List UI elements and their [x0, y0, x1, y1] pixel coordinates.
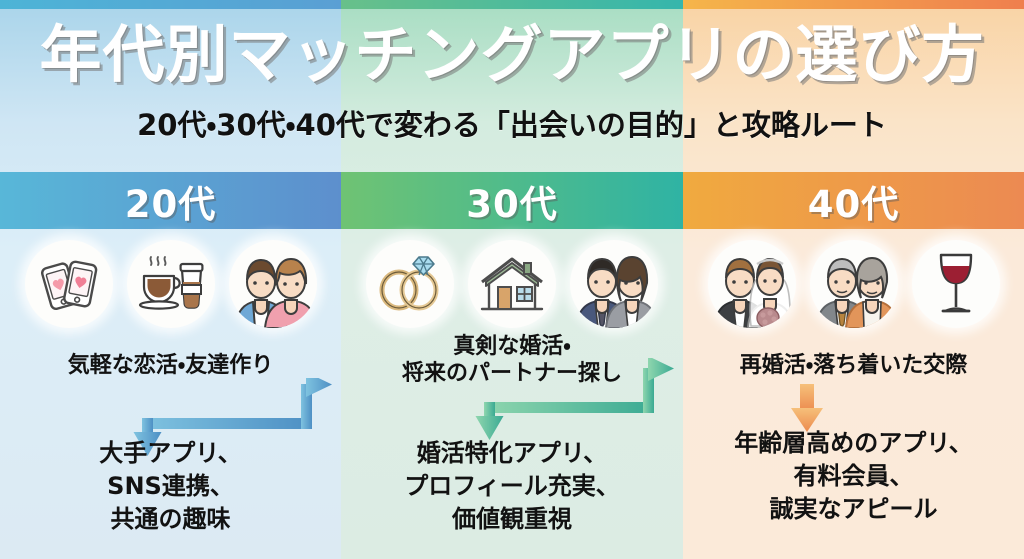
- business-couple-icon: [570, 240, 658, 328]
- young-couple-icon: [228, 240, 317, 328]
- coffee-cups-icon: [126, 240, 215, 328]
- age-label-20s: 20代: [124, 182, 217, 226]
- icon-row-30s: [341, 240, 683, 328]
- strategy-label-40s: 年齢層高めのアプリ、 有料会員、 誠実なアピール: [734, 429, 973, 523]
- age-header-30s: 30代: [341, 172, 683, 229]
- strategy-label-30s: 婚活特化アプリ、 プロフィール充実、 価値観重視: [404, 439, 620, 533]
- wedding-rings-icon: [366, 240, 454, 328]
- icon-row-20s: [0, 240, 341, 328]
- title-area: 年代別マッチングアプリの選び方 20代・30代・40代で変わる「出会いの目的」と…: [0, 14, 1024, 159]
- wine-glass-icon: [911, 240, 1000, 328]
- purpose-label-20s: 気軽な恋活・友達作り: [67, 353, 274, 378]
- age-header-band: 20代 30代 40代: [0, 172, 1024, 229]
- age-header-20s: 20代: [0, 172, 341, 229]
- purpose-label-40s: 再婚活・落ち着いた交際: [739, 353, 968, 378]
- branch-arrow-20s-to-30s: [133, 378, 332, 456]
- top-strip-segment-40s: [683, 0, 1024, 9]
- smartphones-hearts-icon: [24, 240, 113, 328]
- page-subtitle: 20代・30代・40代で変わる「出会いの目的」と攻略ルート: [137, 108, 887, 143]
- age-label-30s: 30代: [466, 182, 558, 226]
- icon-row-40s: [683, 240, 1024, 328]
- house-icon: [468, 240, 556, 328]
- down-arrow-40s: [791, 384, 823, 432]
- top-accent-strip: [0, 0, 1024, 9]
- mature-couple-icon: [809, 240, 898, 328]
- branch-arrow-30s-to-40s: [475, 358, 674, 440]
- age-label-40s: 40代: [807, 182, 900, 226]
- wedding-couple-icon: [707, 240, 796, 328]
- age-header-40s: 40代: [683, 172, 1024, 229]
- purpose-label-30s: 真剣な婚活・ 将来のパートナー探し: [401, 334, 622, 387]
- strategy-label-20s: 大手アプリ、 SNS連携、 共通の趣味: [99, 439, 242, 533]
- top-strip-segment-20s: [0, 0, 341, 9]
- page-title: 年代別マッチングアプリの選び方: [39, 18, 985, 91]
- top-strip-segment-30s: [341, 0, 683, 9]
